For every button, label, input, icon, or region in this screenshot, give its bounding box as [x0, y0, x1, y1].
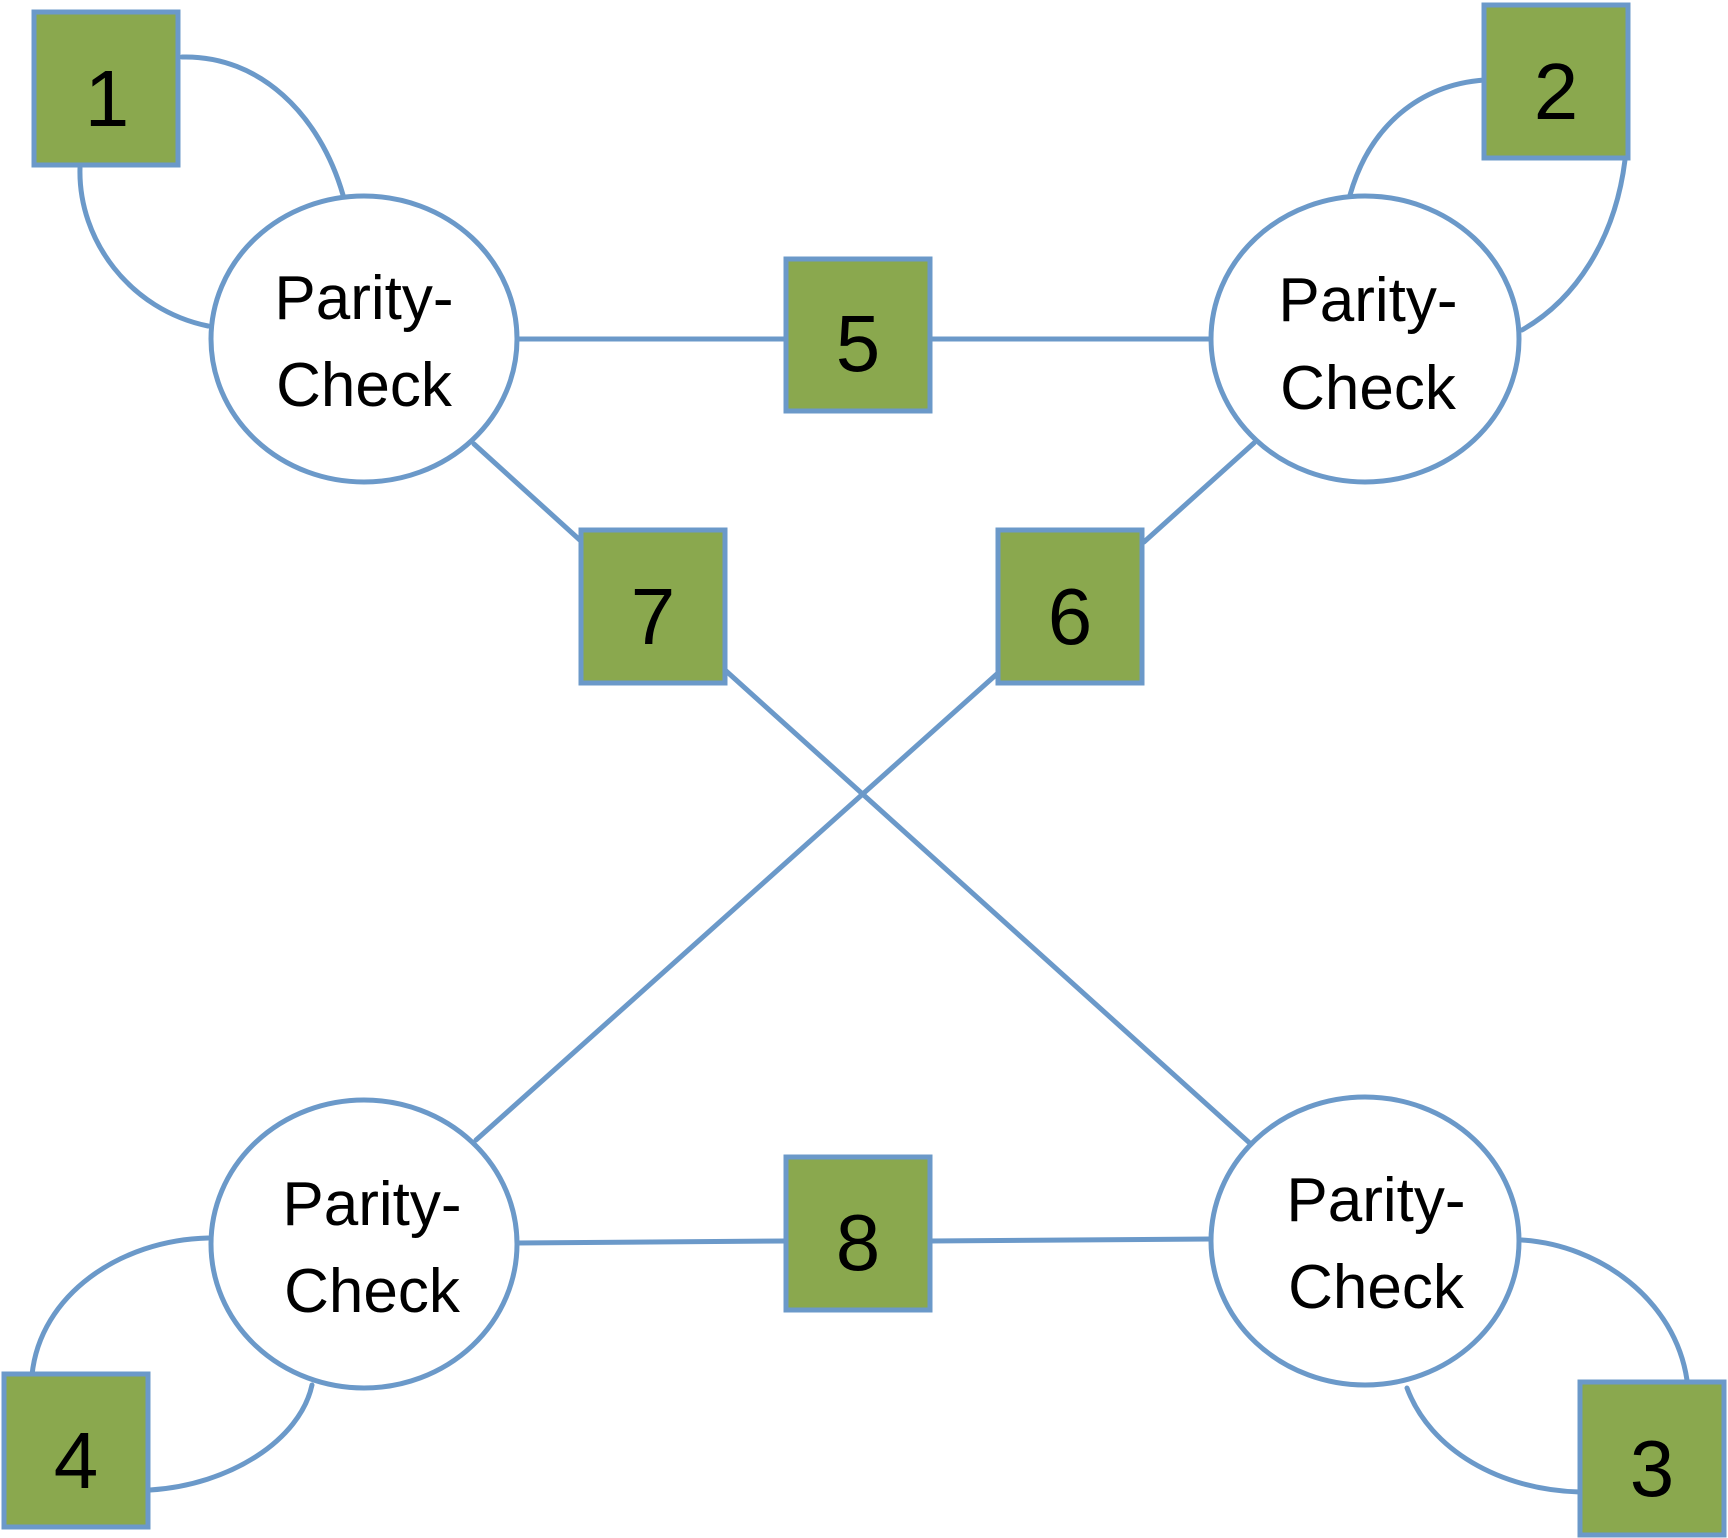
edge-v1-c1-a — [179, 54, 346, 198]
variable-node-box — [1, 1371, 151, 1530]
edge-v3-c4-b — [1404, 1385, 1583, 1495]
variable-node-7: 7 — [578, 527, 728, 686]
edge-v2-c2-b — [1519, 157, 1628, 333]
variable-node-label: 2 — [1534, 47, 1579, 136]
variable-node-label: 5 — [836, 299, 881, 388]
variable-node-8: 8 — [783, 1154, 933, 1313]
check-node-top-left: Parity- Check — [208, 193, 520, 485]
variable-node-label: 3 — [1630, 1424, 1675, 1513]
check-label-line2: Check — [1288, 1253, 1465, 1322]
variable-node-4: 4 — [1, 1371, 151, 1530]
variable-node-box — [31, 9, 181, 168]
edge-v6-c3 — [473, 670, 1001, 1143]
edge-v7-c1 — [471, 441, 585, 545]
check-label-line2: Check — [1280, 354, 1457, 423]
variable-node-box — [1481, 2, 1631, 161]
variable-node-6: 6 — [995, 527, 1145, 686]
variable-node-label: 6 — [1048, 572, 1093, 661]
edge-v4-c3-b — [147, 1382, 315, 1493]
variable-node-label: 7 — [631, 572, 676, 661]
variable-node-2: 2 — [1481, 2, 1631, 161]
check-label-line1: Parity- — [1278, 266, 1457, 335]
check-label-line2: Check — [276, 351, 453, 420]
edge-v1-c1-b — [77, 165, 211, 329]
edges — [29, 54, 1690, 1495]
check-node-bottom-right: Parity- Check — [1208, 1094, 1522, 1388]
check-node-circle — [1208, 1094, 1522, 1388]
edge-v8-c4 — [927, 1236, 1214, 1244]
check-node-circle — [208, 1097, 520, 1391]
check-node-circle — [1208, 193, 1522, 485]
check-node-bottom-left: Parity- Check — [208, 1097, 520, 1391]
check-node-top-right: Parity- Check — [1208, 193, 1522, 485]
check-label-line2: Check — [284, 1257, 461, 1326]
variable-node-label: 1 — [85, 54, 130, 143]
variable-node-box — [783, 1154, 933, 1313]
edge-v8-c3 — [514, 1238, 789, 1246]
variable-node-1: 1 — [31, 9, 181, 168]
variable-node-box — [783, 256, 933, 414]
edge-v6-c2 — [1141, 440, 1257, 545]
check-node-circle — [208, 193, 520, 485]
edge-v4-c3-a — [29, 1235, 211, 1378]
variable-node-label: 8 — [836, 1198, 881, 1287]
variable-node-5: 5 — [783, 256, 933, 414]
variable-node-box — [995, 527, 1145, 686]
variable-node-box — [1577, 1379, 1727, 1538]
edge-v7-c4 — [722, 667, 1256, 1149]
check-label-line1: Parity- — [274, 264, 453, 333]
variable-node-box — [578, 527, 728, 686]
edge-v2-c2-a — [1347, 77, 1487, 198]
edge-v3-c4-a — [1519, 1237, 1690, 1383]
check-label-line1: Parity- — [1286, 1166, 1465, 1235]
variable-node-3: 3 — [1577, 1379, 1727, 1538]
check-label-line1: Parity- — [282, 1170, 461, 1239]
variable-node-label: 4 — [54, 1416, 99, 1505]
